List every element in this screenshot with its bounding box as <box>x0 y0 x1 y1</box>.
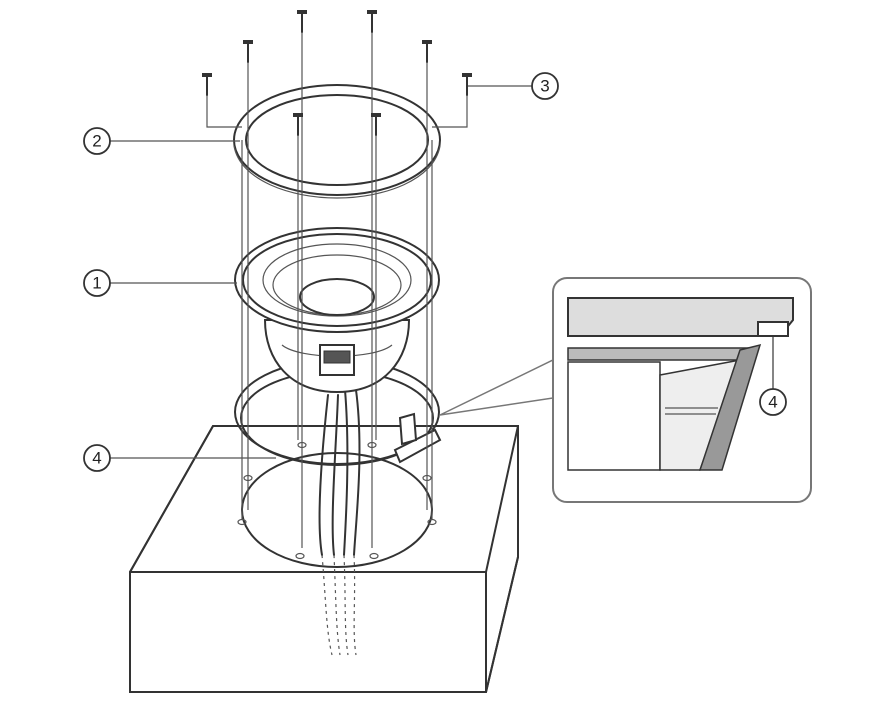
trim-ring <box>233 84 441 199</box>
callout-label: 3 <box>540 77 549 96</box>
screw-holes <box>237 441 437 560</box>
callout-label: 1 <box>92 274 101 293</box>
screw-icon <box>243 40 253 63</box>
screw-icon <box>293 113 303 136</box>
callout-gasket-detail: 4 <box>759 388 787 416</box>
enclosure-box <box>129 425 519 693</box>
screw-icon <box>462 73 472 96</box>
callout-gasket: 4 <box>83 444 111 472</box>
screw-guide-lines <box>206 30 468 548</box>
gasket-detail-inset <box>439 277 812 503</box>
screw-icon <box>297 10 307 33</box>
callout-speaker: 1 <box>83 269 111 297</box>
screw-icon <box>371 113 381 136</box>
screws <box>202 10 472 136</box>
speaker-unit <box>234 227 440 394</box>
speaker-cables <box>318 389 361 656</box>
callout-label: 4 <box>768 393 777 412</box>
callout-label: 2 <box>92 132 101 151</box>
screw-icon <box>367 10 377 33</box>
screw-icon <box>202 73 212 96</box>
screw-icon <box>422 40 432 63</box>
callout-label: 4 <box>92 449 101 468</box>
callout-trim-ring: 2 <box>83 127 111 155</box>
detail-pointer <box>439 358 554 416</box>
leader-lines <box>110 85 532 459</box>
callout-screws: 3 <box>531 72 559 100</box>
